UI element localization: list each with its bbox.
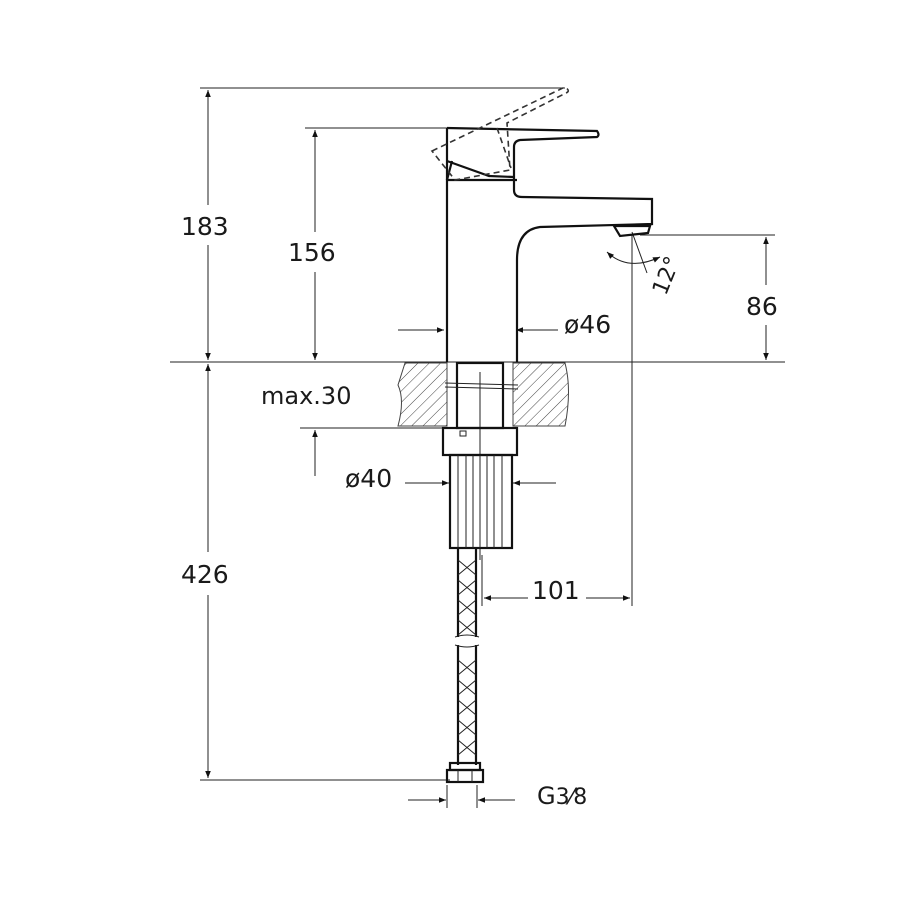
- label-max-30: max.30: [261, 382, 352, 410]
- angle-12-arc: [606, 231, 661, 274]
- label-86: 86: [746, 292, 778, 321]
- label-183: 183: [181, 212, 229, 241]
- label-diameter-46: ø46: [564, 310, 612, 339]
- connection-fraction: 3⁄8: [555, 785, 588, 810]
- countertop-section: [397, 362, 569, 427]
- label-101: 101: [532, 576, 580, 605]
- label-diameter-40: ø40: [345, 464, 393, 493]
- label-156: 156: [288, 238, 336, 267]
- label-connection-g: G3⁄8: [537, 784, 587, 809]
- shank: [441, 361, 519, 550]
- connection-prefix: G: [537, 782, 556, 810]
- extension-lines: [170, 87, 785, 808]
- label-426: 426: [181, 560, 229, 589]
- faucet-body: [430, 86, 654, 362]
- flexible-hose: [445, 548, 485, 784]
